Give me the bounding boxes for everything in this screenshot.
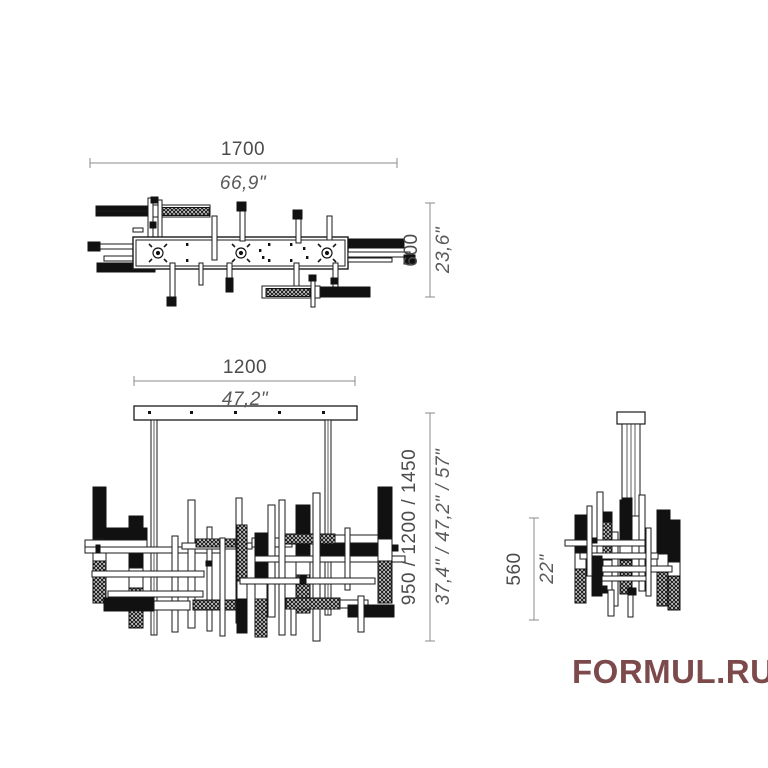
side-depth-mm-label: 560 <box>504 552 525 585</box>
top-view-fixture <box>87 196 416 308</box>
side-depth-in-label: 22" <box>537 554 558 585</box>
front-elevation-group <box>84 376 435 642</box>
formul-ru-watermark: FORMUL.RU <box>572 653 768 690</box>
top-view-depth-mm-label: 600 <box>401 233 422 266</box>
top-view-depth-in-label: 23,6" <box>433 226 454 274</box>
canopy-fixings <box>148 411 325 414</box>
top-view-width-in-label: 66,9" <box>220 173 267 194</box>
side-elevation-fixture <box>564 411 681 618</box>
front-height-dimension <box>425 412 435 642</box>
front-length-dimension <box>133 376 356 386</box>
top-view-depth-dimension <box>425 202 435 298</box>
side-depth-dimension <box>529 517 539 621</box>
front-length-in-label: 47,2" <box>222 389 269 410</box>
top-view-width-dimension <box>89 158 398 168</box>
front-height-mm-label: 950 / 1200 / 1450 <box>399 449 420 605</box>
top-view-mount-holes <box>148 243 337 263</box>
side-elevation-group <box>529 411 681 621</box>
top-view-detail-dots <box>186 243 309 262</box>
front-length-mm-label: 1200 <box>223 357 267 378</box>
front-height-in-label: 37,4" / 47,2" / 57" <box>433 448 454 605</box>
top-view-width-mm-label: 1700 <box>221 139 265 160</box>
top-view-group <box>87 158 435 308</box>
front-elevation-fixture <box>84 405 406 642</box>
